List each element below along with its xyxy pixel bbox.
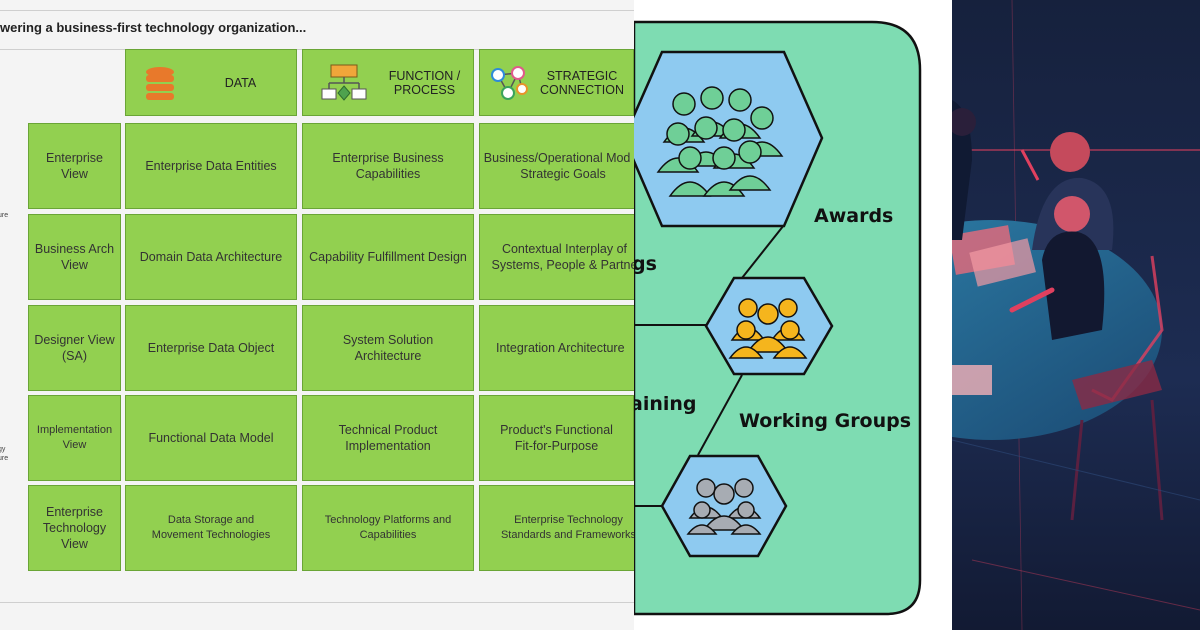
framework-cell: Enterprise Technology Standards and Fram… — [479, 485, 634, 571]
header-function-process: FUNCTION / PROCESS — [302, 49, 474, 116]
people-group-gray-icon — [686, 478, 762, 535]
hexagon-panel: Awards Working Groups aining gs — [634, 0, 952, 630]
framework-cell: Contextual Interplay of Systems, People … — [479, 214, 634, 300]
header-label: STRATEGIC CONNECTION — [539, 68, 625, 97]
database-icon — [146, 66, 174, 100]
framework-cell: Domain Data Architecture — [125, 214, 297, 300]
meeting-illustration-panel — [952, 0, 1200, 630]
framework-cell: Enterprise Business Capabilities — [302, 123, 474, 209]
framework-title: wering a business-first technology organ… — [0, 20, 307, 35]
framework-cell: Functional Data Model — [125, 395, 297, 481]
framework-cell: Enterprise Data Object — [125, 305, 297, 391]
side-label: ure — [0, 455, 9, 462]
training-label: aining — [634, 393, 697, 415]
framework-cell: System Solution Architecture — [302, 305, 474, 391]
framework-cell: Capability Fulfillment Design — [302, 214, 474, 300]
framework-cell: Business/Operational Mod & Strategic Goa… — [479, 123, 634, 209]
row-view-cell: Implementation View — [28, 395, 121, 481]
framework-panel: wering a business-first technology organ… — [0, 0, 634, 630]
flowchart-icon — [321, 64, 367, 101]
side-label: gy — [0, 446, 6, 453]
people-group-yellow-icon — [728, 298, 808, 359]
people-group-green-icon — [656, 86, 784, 197]
framework-cell: Technology Platforms and Capabilities — [302, 485, 474, 571]
hexagon-diagram: Awards Working Groups aining gs — [634, 20, 922, 616]
row-view-cell: Enterprise Technology View — [28, 485, 121, 571]
framework-cell: Integration Architecture — [479, 305, 634, 391]
bottom-divider — [0, 602, 634, 603]
bottom-hexagon — [660, 454, 788, 558]
framework-cell: Product's Functional Fit-for-Purpose — [479, 395, 634, 481]
awards-label: Awards — [814, 205, 893, 227]
header-label: DATA — [224, 75, 257, 90]
framework-cell: Enterprise Data Entities — [125, 123, 297, 209]
row-view-cell: Designer View (SA) — [28, 305, 121, 391]
framework-cell: Technical Product Implementation — [302, 395, 474, 481]
row-view-cell: Business Arch View — [28, 214, 121, 300]
header-label: FUNCTION / PROCESS — [388, 68, 461, 97]
network-people-icon — [491, 65, 528, 100]
middle-hexagon — [704, 276, 834, 376]
header-data: DATA — [125, 49, 297, 116]
working-groups-label: Working Groups — [739, 410, 911, 432]
top-divider — [0, 10, 634, 11]
row-view-cell: Enterprise View — [28, 123, 121, 209]
partial-label: gs — [634, 253, 657, 275]
side-label: ure — [0, 212, 9, 219]
framework-cell: Data Storage and Movement Technologies — [125, 485, 297, 571]
team-meeting-illustration — [952, 0, 1200, 630]
header-strategic-connection: STRATEGIC CONNECTION — [479, 49, 634, 116]
